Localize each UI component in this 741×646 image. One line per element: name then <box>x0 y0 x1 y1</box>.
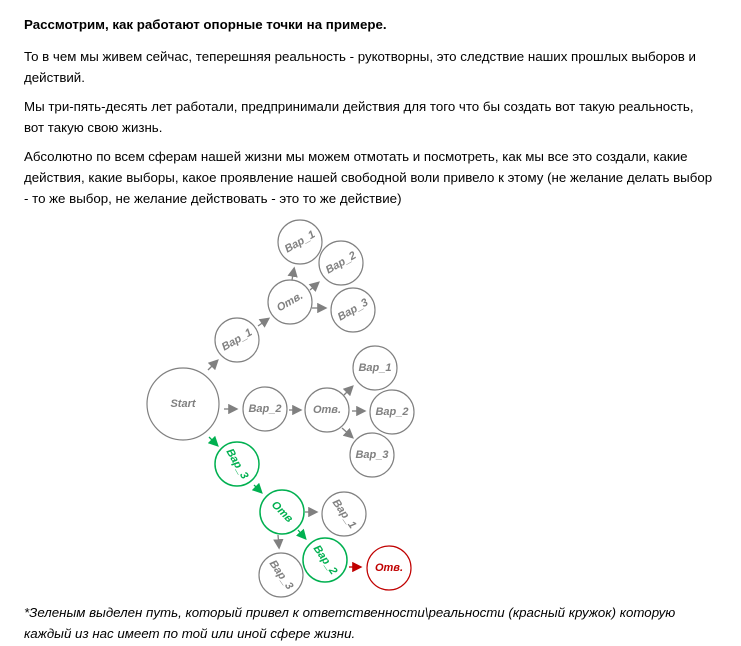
arrow <box>207 435 219 447</box>
svg-text:Вар_1: Вар_1 <box>358 362 391 374</box>
arrow <box>251 482 263 494</box>
node-gray-var3: Вар_3 <box>258 552 304 598</box>
arrow <box>308 281 320 293</box>
arrow <box>342 385 354 397</box>
node-top-otv: Отв. <box>267 279 313 325</box>
node-top-sub2: Вар_2 <box>318 240 364 286</box>
node-top-sub3: Вар_3 <box>330 287 376 333</box>
svg-text:Отв.: Отв. <box>313 404 341 416</box>
paragraph: Абсолютно по всем сферам нашей жизни мы … <box>24 149 713 206</box>
node-mid-sub2: Вар_2 <box>369 389 415 435</box>
paragraph: Мы три-пять-десять лет работали, предпри… <box>24 99 694 135</box>
svg-text:Вар_3: Вар_3 <box>355 449 388 461</box>
arrow <box>295 528 307 540</box>
footnote: *Зеленым выделен путь, который привел к … <box>24 605 676 641</box>
node-start: Start <box>146 367 220 441</box>
arrow <box>287 266 298 281</box>
node-green-var3: Вар_3 <box>214 441 260 487</box>
svg-text:Вар_2: Вар_2 <box>248 403 281 415</box>
node-mid-sub3: Вар_3 <box>349 432 395 478</box>
arrow <box>273 534 284 550</box>
node-top-sub1: Вар_1 <box>277 219 323 265</box>
node-gray-var1: Вар_1 <box>321 491 367 537</box>
node-result: Отв. <box>366 545 412 591</box>
node-mid-var2: Вар_2 <box>242 386 288 432</box>
svg-text:Start: Start <box>170 398 196 410</box>
arrows <box>207 266 367 573</box>
node-mid-sub1: Вар_1 <box>352 345 398 391</box>
node-top-var1: Вар_1 <box>214 317 260 363</box>
svg-text:Отв.: Отв. <box>375 562 403 574</box>
node-mid-otv: Отв. <box>304 387 350 433</box>
paragraph: То в чем мы живем сейчас, теперешняя реа… <box>24 49 696 85</box>
arrow <box>207 359 219 371</box>
node-green-var2: Вар_2 <box>302 537 348 583</box>
arrow <box>341 427 354 439</box>
arrow <box>257 317 271 328</box>
node-green-otv: Отв <box>259 489 305 535</box>
heading: Рассмотрим, как работают опорные точки н… <box>24 17 387 32</box>
svg-text:Вар_2: Вар_2 <box>375 406 408 418</box>
